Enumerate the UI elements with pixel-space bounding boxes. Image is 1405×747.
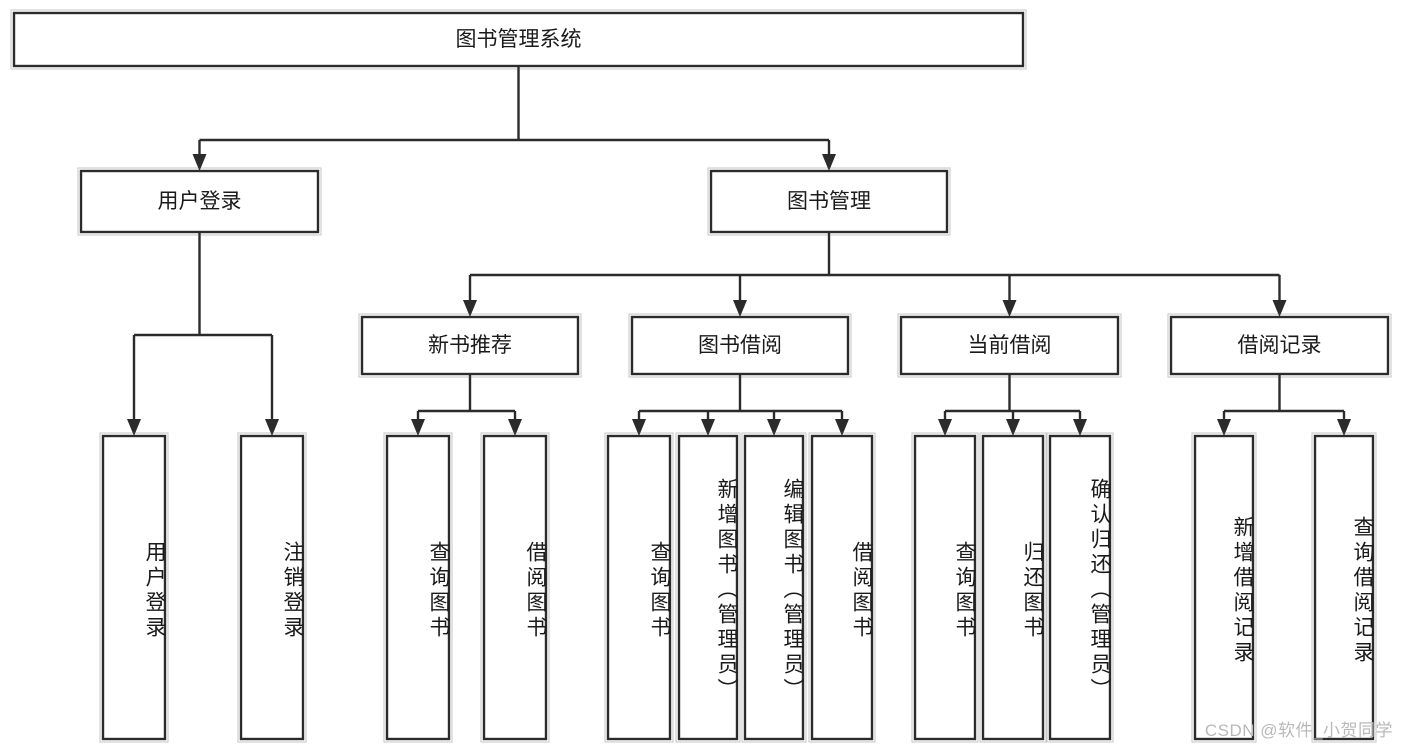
connector-arrowhead <box>938 419 952 436</box>
connector-arrowhead <box>1272 300 1287 317</box>
connector-arrowhead <box>1073 419 1087 436</box>
node-leaf-query-book-1[interactable] <box>383 432 453 743</box>
node-box-shadow-outline <box>1046 432 1114 743</box>
node-box-shadow-outline <box>1167 313 1392 378</box>
node-leaf-user-logout[interactable] <box>237 432 307 743</box>
connector-arrowhead <box>835 419 849 436</box>
node-book-management[interactable] <box>707 167 951 236</box>
node-box[interactable] <box>1169 315 1390 376</box>
node-box-shadow-outline <box>911 432 979 743</box>
node-box[interactable] <box>677 434 739 741</box>
node-leaf-confirm-return[interactable] <box>1046 432 1114 743</box>
node-box-shadow-outline <box>741 432 807 743</box>
connector-arrowhead <box>733 300 747 317</box>
connector-arrowhead <box>701 419 715 436</box>
connector-arrowhead <box>1337 419 1351 436</box>
node-box[interactable] <box>79 169 320 234</box>
connector-arrowhead <box>508 419 522 436</box>
node-box-shadow-outline <box>604 432 674 743</box>
node-leaf-query-record[interactable] <box>1311 432 1377 743</box>
node-leaf-borrow-book-1[interactable] <box>480 432 550 743</box>
node-current-borrow[interactable] <box>897 313 1122 378</box>
node-box[interactable] <box>101 434 167 741</box>
node-new-book-recommend[interactable] <box>358 313 582 378</box>
node-box[interactable] <box>1313 434 1375 741</box>
node-leaf-edit-book[interactable] <box>741 432 807 743</box>
node-box-shadow-outline <box>99 432 169 743</box>
node-leaf-query-book-2[interactable] <box>604 432 674 743</box>
node-box-shadow-outline <box>808 432 876 743</box>
node-box[interactable] <box>606 434 672 741</box>
connector-arrowhead <box>265 419 279 436</box>
node-label: 新书推荐 <box>428 334 512 357</box>
node-box-shadow-outline <box>10 9 1027 70</box>
node-box-shadow-outline <box>383 432 453 743</box>
connector-arrowhead <box>411 419 425 436</box>
node-book-borrow[interactable] <box>628 313 852 378</box>
node-leaf-user-login[interactable] <box>99 432 169 743</box>
node-box[interactable] <box>239 434 305 741</box>
node-label: 图书管理系统 <box>456 28 582 51</box>
node-box-shadow-outline <box>480 432 550 743</box>
node-box-shadow-outline <box>358 313 582 378</box>
node-box-shadow-outline <box>1191 432 1257 743</box>
connector-arrowhead <box>767 419 781 436</box>
node-box-shadow-outline <box>77 167 322 236</box>
node-leaf-add-record[interactable] <box>1191 432 1257 743</box>
node-box[interactable] <box>913 434 977 741</box>
node-box[interactable] <box>1193 434 1255 741</box>
node-box[interactable] <box>630 315 850 376</box>
connector-arrowhead <box>1006 419 1020 436</box>
node-box[interactable] <box>810 434 874 741</box>
node-box-shadow-outline <box>628 313 852 378</box>
node-box[interactable] <box>360 315 580 376</box>
node-label: 当前借阅 <box>968 334 1052 357</box>
node-user-login[interactable] <box>77 167 322 236</box>
node-label: 图书借阅 <box>698 334 782 357</box>
node-box[interactable] <box>1048 434 1112 741</box>
connector-arrowhead <box>463 300 477 317</box>
node-box[interactable] <box>709 169 949 234</box>
node-borrow-record[interactable] <box>1167 313 1392 378</box>
connector-arrowhead <box>1217 419 1231 436</box>
connector-arrowhead <box>192 154 207 171</box>
node-box-shadow-outline <box>707 167 951 236</box>
node-root[interactable] <box>10 9 1027 70</box>
node-leaf-add-book[interactable] <box>675 432 741 743</box>
node-box-shadow-outline <box>979 432 1047 743</box>
node-box[interactable] <box>385 434 451 741</box>
node-box-shadow-outline <box>237 432 307 743</box>
csdn-watermark: CSDN @软件_小贺同学 <box>1204 721 1393 740</box>
node-box[interactable] <box>743 434 805 741</box>
node-leaf-return-book[interactable] <box>979 432 1047 743</box>
node-box[interactable] <box>482 434 548 741</box>
connector-arrowhead <box>127 419 141 436</box>
connector-arrowhead <box>822 154 836 171</box>
node-box-shadow-outline <box>675 432 741 743</box>
node-leaf-query-book-3[interactable] <box>911 432 979 743</box>
connector-arrowhead <box>632 419 646 436</box>
node-box-shadow-outline <box>1311 432 1377 743</box>
node-box[interactable] <box>899 315 1120 376</box>
node-label: 借阅记录 <box>1238 334 1322 357</box>
connector-layer <box>127 66 1351 436</box>
node-label: 图书管理 <box>787 190 871 213</box>
connector-arrowhead <box>1002 300 1017 317</box>
node-box[interactable] <box>12 11 1025 68</box>
node-box-shadow-outline <box>897 313 1122 378</box>
node-leaf-borrow-book-2[interactable] <box>808 432 876 743</box>
node-box[interactable] <box>981 434 1045 741</box>
node-label: 用户登录 <box>158 190 242 213</box>
node-box-layer <box>10 9 1392 743</box>
